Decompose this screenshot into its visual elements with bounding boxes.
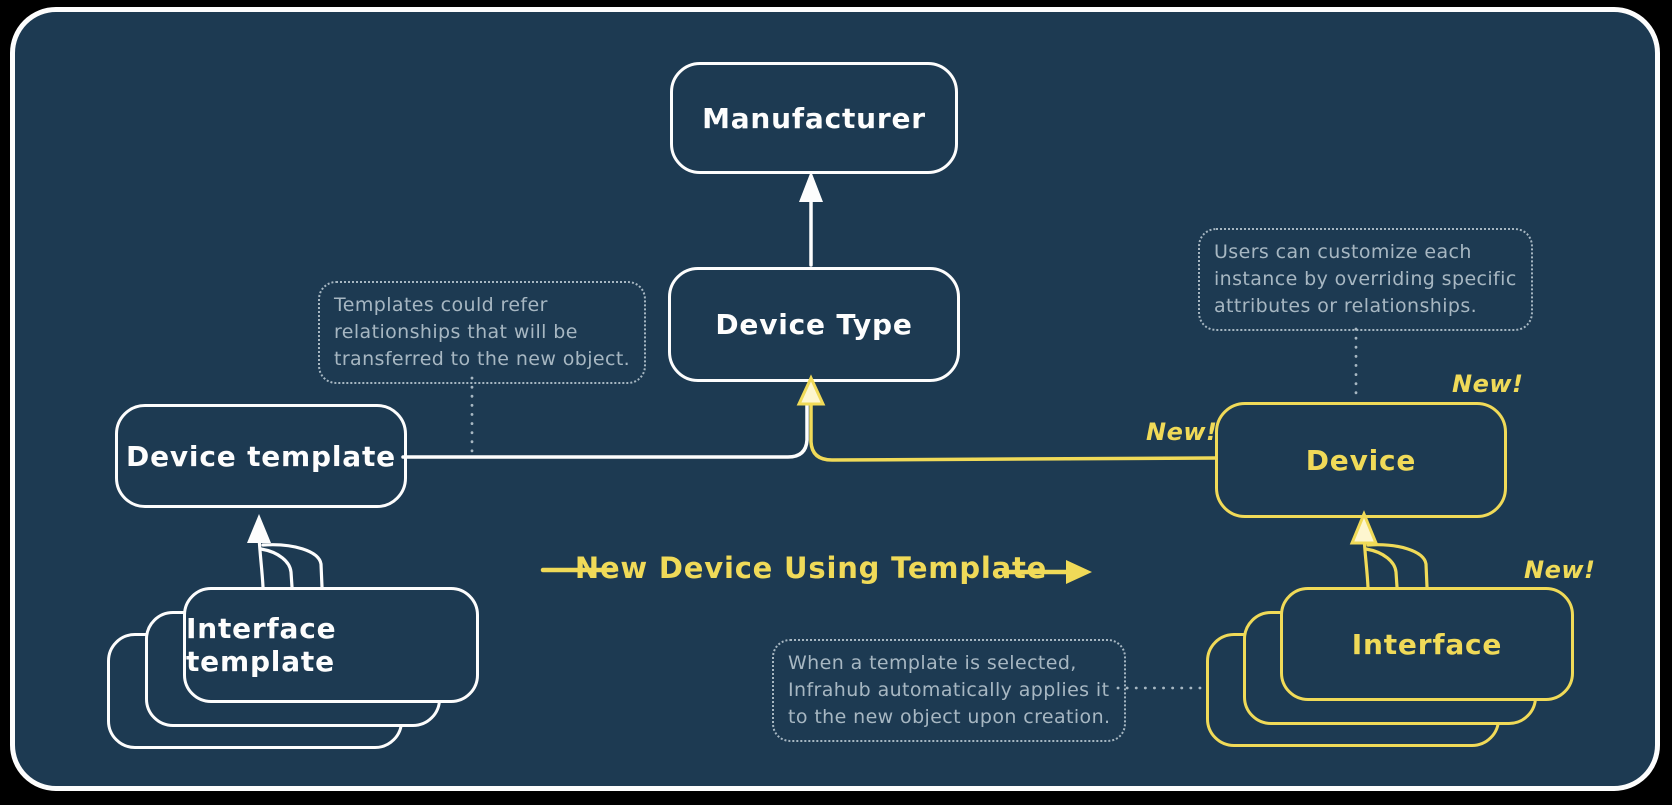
note-customize: Users can customize each instance by ove… xyxy=(1198,228,1533,331)
node-device: Device xyxy=(1215,402,1507,518)
interface-template-card-front: Interface template xyxy=(183,587,479,703)
node-device-label: Device xyxy=(1305,443,1417,477)
node-interface-template-label: Interface template xyxy=(186,612,337,678)
arrowhead-device xyxy=(1349,510,1379,545)
prong-interface-2 xyxy=(1364,547,1399,589)
node-device-template-label: Device template xyxy=(126,439,396,473)
flow-label: New Device Using Template xyxy=(574,551,1048,585)
note-templates: Templates could refer relationships that… xyxy=(318,281,647,384)
arrowhead-manufacturer xyxy=(799,171,823,202)
flow-arrowhead xyxy=(1066,560,1092,584)
new-badge-device-edge: New! xyxy=(1146,418,1218,446)
prong-interface-template-3 xyxy=(261,543,324,589)
line-device-template-to-device-type xyxy=(401,399,809,459)
node-device-type: Device Type xyxy=(668,267,960,382)
node-device-type-label: Device Type xyxy=(715,308,913,341)
node-device-template: Device template xyxy=(115,404,407,508)
new-badge-interface-corner: New! xyxy=(1524,556,1596,584)
note-apply: When a template is selected, Infrahub au… xyxy=(772,639,1127,742)
node-interface-label: Interface xyxy=(1351,627,1503,661)
interface-card-front: Interface xyxy=(1280,587,1574,701)
arrowhead-device-type xyxy=(796,374,826,406)
prong-interface-template-2 xyxy=(259,547,294,589)
node-manufacturer-label: Manufacturer xyxy=(702,101,926,135)
new-badge-device-corner: New! xyxy=(1452,370,1524,398)
line-device-to-device-type xyxy=(809,399,1217,462)
arrowhead-device-template xyxy=(247,514,271,543)
node-manufacturer: Manufacturer xyxy=(670,62,958,174)
prong-interface-3 xyxy=(1366,543,1429,589)
